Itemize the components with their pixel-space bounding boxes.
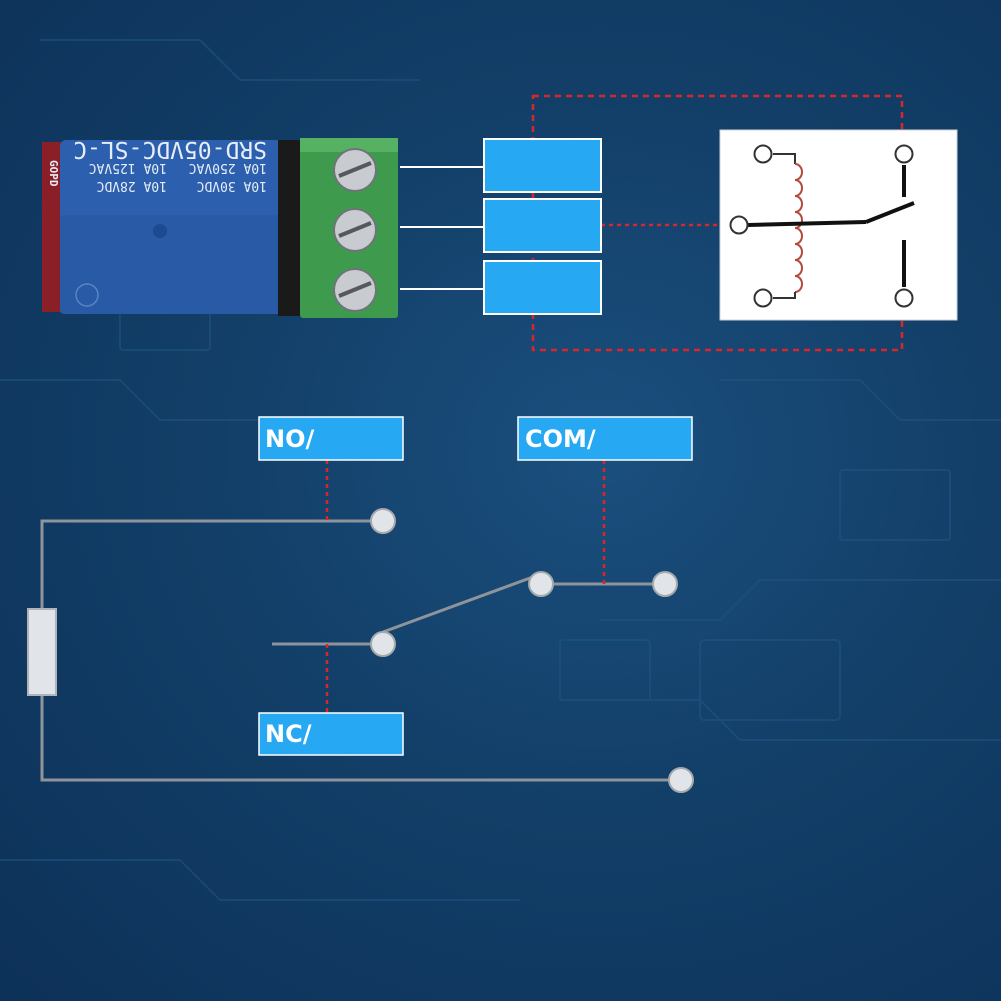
nc-label-box bbox=[258, 712, 404, 756]
coil-winding bbox=[794, 163, 803, 293]
contact-node-com-pivot bbox=[528, 571, 554, 597]
coil-lead-top bbox=[773, 153, 796, 164]
relay-pin-mark bbox=[153, 224, 167, 238]
terminal-block-top bbox=[300, 138, 398, 152]
relay-coil-switch-icon bbox=[719, 129, 958, 321]
relay-rating-ac-250: 10A 250VAC bbox=[189, 160, 267, 175]
com-label: COM/ bbox=[517, 416, 693, 461]
coil-lead-bottom bbox=[773, 292, 796, 299]
screw-terminal-3 bbox=[333, 268, 377, 312]
no-label-text: NO/ bbox=[265, 425, 314, 453]
switch-circuit bbox=[27, 508, 694, 793]
load-resistor-icon bbox=[27, 608, 57, 696]
contact-node-icon bbox=[894, 144, 914, 164]
relay-rating-dc-30: 10A 30VDC bbox=[197, 178, 267, 193]
relay-module: GOPD SRD-05VDC-SL-C 10A 250VAC 10A 125VA… bbox=[42, 136, 398, 318]
contact-node-nc bbox=[370, 631, 396, 657]
screw-terminal-1 bbox=[333, 148, 377, 192]
pcb-background-traces bbox=[0, 39, 1001, 901]
terminal-tag-3 bbox=[483, 260, 602, 315]
contact-node-icon bbox=[894, 288, 914, 308]
terminal-tag-1 bbox=[483, 138, 602, 193]
no-label-box bbox=[258, 416, 404, 461]
contact-node-return bbox=[668, 767, 694, 793]
switch-arm bbox=[865, 201, 915, 224]
screw-terminal-2 bbox=[333, 208, 377, 252]
contact-node-no bbox=[370, 508, 396, 534]
relay-label-print: SRD-05VDC-SL-C 10A 250VAC 10A 125VAC 10A… bbox=[73, 136, 267, 193]
relay-body-shade bbox=[60, 215, 282, 314]
common-lead bbox=[747, 220, 867, 227]
relay-rating-ac-125: 10A 125VAC bbox=[89, 160, 167, 175]
nc-label-text: NC/ bbox=[265, 720, 312, 748]
terminal-tag-2 bbox=[483, 198, 602, 253]
relay-side-label: GOPD bbox=[47, 160, 60, 187]
terminal-tags bbox=[483, 138, 602, 315]
nc-label: NC/ bbox=[258, 712, 404, 756]
relay-pin-hole bbox=[75, 283, 99, 307]
com-label-box bbox=[517, 416, 693, 461]
relay-model-text: SRD-05VDC-SL-C bbox=[73, 136, 267, 162]
contact-node-icon bbox=[753, 144, 773, 164]
contact-node-icon bbox=[753, 288, 773, 308]
contact-node-icon bbox=[729, 215, 749, 235]
relay-board-edge bbox=[42, 142, 62, 312]
switch-blade bbox=[382, 572, 542, 634]
relay-rating-dc-28: 10A 28VDC bbox=[97, 178, 167, 193]
com-label-text: COM/ bbox=[525, 425, 596, 453]
contact-node-com-out bbox=[652, 571, 678, 597]
no-label: NO/ bbox=[258, 416, 404, 461]
terminal-screws bbox=[333, 148, 377, 312]
